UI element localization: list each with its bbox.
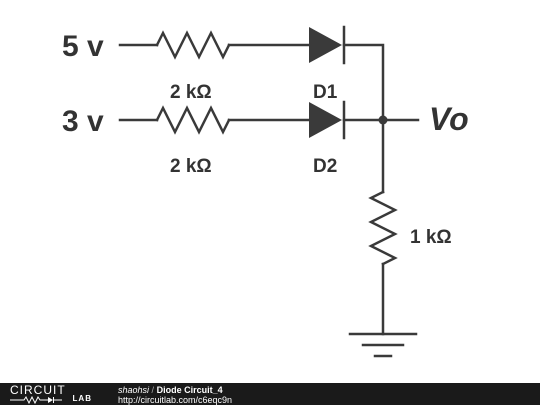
logo-resistor-icon: [10, 396, 62, 404]
diode-d1-label: D1: [313, 82, 338, 103]
footer-bar: CIRCUIT LAB shaohsi / Diode Circuit_4 ht…: [0, 383, 540, 405]
resistor-r1-label: 2 kΩ: [170, 82, 212, 103]
meta-separator: /: [151, 385, 155, 395]
source-5v-label: 5 v: [62, 30, 104, 63]
circuit-meta: shaohsi / Diode Circuit_4 http://circuit…: [118, 385, 232, 405]
logo-text-lab: LAB: [72, 394, 92, 403]
source-3v-label: 3 v: [62, 105, 104, 138]
diode-d2-label: D2: [313, 156, 337, 177]
resistor-r1-zigzag: [155, 30, 231, 60]
meta-title-row: shaohsi / Diode Circuit_4: [118, 385, 232, 395]
author-link[interactable]: shaohsi: [118, 385, 150, 395]
circuitlab-logo[interactable]: CIRCUIT LAB: [10, 384, 94, 404]
resistor-r2-zigzag: [155, 105, 231, 135]
resistor-r2-label: 2 kΩ: [170, 156, 212, 177]
resistor-r3-label: 1 kΩ: [410, 227, 452, 248]
resistor-r3-zigzag: [368, 190, 398, 266]
circuit-schematic: 5 v 3 v 2 kΩ D1 2 kΩ D2 1 kΩ Vo: [62, 25, 469, 358]
logo-bottom-row: LAB: [10, 394, 94, 404]
wire-top-to-node: [342, 43, 385, 122]
schematic-canvas: 5 v 3 v 2 kΩ D1 2 kΩ D2 1 kΩ Vo: [62, 25, 469, 358]
diode-d2-triangle: [309, 102, 342, 138]
circuit-url[interactable]: http://circuitlab.com/c6eqc9n: [118, 395, 233, 405]
logo-text-circuit: CIRCUIT: [10, 383, 66, 397]
circuit-title[interactable]: Diode Circuit_4: [156, 385, 223, 395]
diode-d1-triangle: [309, 27, 342, 63]
output-vo-label: Vo: [429, 101, 469, 137]
